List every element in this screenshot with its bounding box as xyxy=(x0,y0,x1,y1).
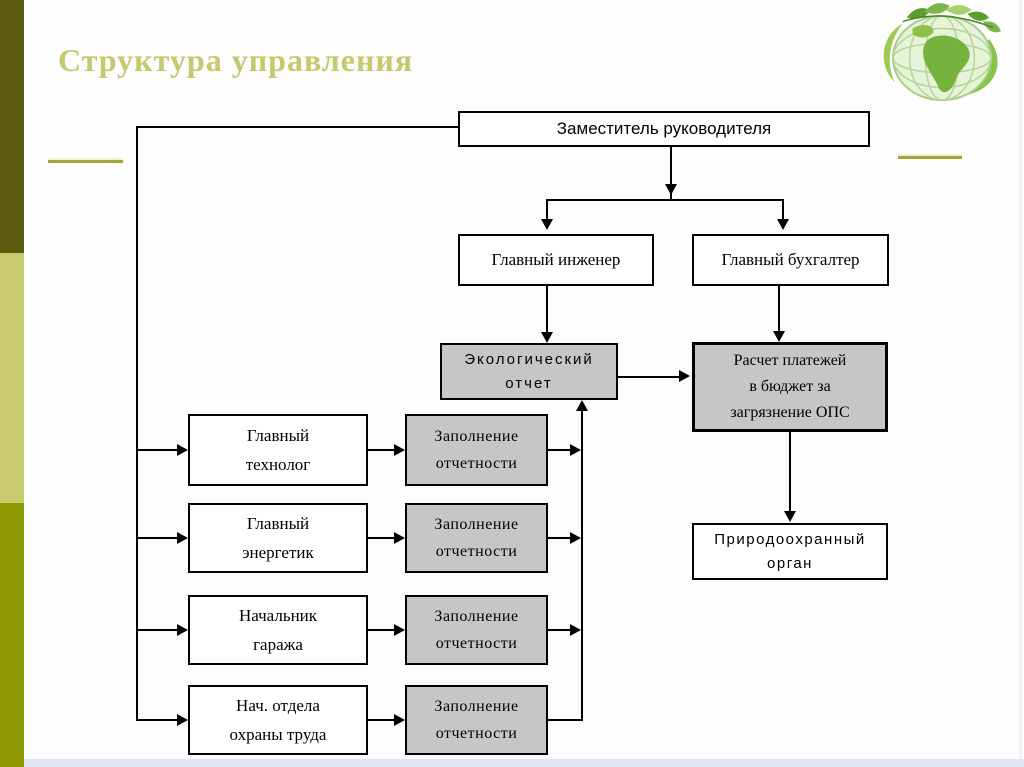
arrowhead-row2-role xyxy=(177,624,188,636)
arrowhead-engineer xyxy=(541,219,553,230)
sidebar-accent-top xyxy=(0,0,24,253)
arrowhead-deputy-stem xyxy=(665,184,677,195)
box-env-authority: Природоохранный орган xyxy=(692,523,888,580)
connector-trunk-row0 xyxy=(136,449,177,451)
arrowhead-env-authority xyxy=(784,511,796,522)
slide-bottom-edge xyxy=(24,759,1024,767)
arrowhead-row3-role xyxy=(177,714,188,726)
connector-task-collector xyxy=(581,410,583,721)
box-deputy-head: Заместитель руководителя xyxy=(458,111,870,147)
connector-split-accountant xyxy=(782,199,784,220)
box-chief-accountant: Главный бухгалтер xyxy=(692,234,889,286)
arrowhead-accountant xyxy=(777,219,789,230)
connector-role1-task1 xyxy=(368,537,394,539)
connector-split-engineer xyxy=(546,199,548,220)
box-role-labor-safety-head: Нач. отдела охраны труда xyxy=(188,685,368,755)
eco-globe-logo-icon xyxy=(883,3,1001,102)
decorative-rule-left xyxy=(48,158,123,163)
connector-engineer-eco xyxy=(546,286,548,332)
connector-task0-collector xyxy=(548,449,570,451)
arrowhead-task-3 xyxy=(394,714,405,726)
connector-role3-task3 xyxy=(368,719,394,721)
box-task-reporting-3: Заполнение отчетности xyxy=(405,685,548,755)
arrowhead-task-0 xyxy=(394,444,405,456)
arrowhead-collector-eco xyxy=(576,400,588,411)
connector-eco-budget xyxy=(618,376,679,378)
connector-accountant-budget xyxy=(778,286,780,331)
arrowhead-collector-1 xyxy=(570,532,581,544)
connector-budget-env xyxy=(789,432,791,512)
connector-trunk-row1 xyxy=(136,537,177,539)
connector-task2-collector xyxy=(548,629,570,631)
connector-deputy-to-left-trunk xyxy=(136,126,458,128)
box-role-garage-head: Начальник гаража xyxy=(188,595,368,665)
connector-role2-task2 xyxy=(368,629,394,631)
arrowhead-task-2 xyxy=(394,624,405,636)
box-eco-report: Экологический отчет xyxy=(440,343,618,400)
box-task-reporting-2: Заполнение отчетности xyxy=(405,595,548,665)
box-budget-payments: Расчет платежей в бюджет за загрязнение … xyxy=(692,342,888,432)
arrowhead-eco-report xyxy=(541,332,553,343)
connector-split-bar xyxy=(546,199,784,201)
connector-task1-collector xyxy=(548,537,570,539)
connector-trunk-row2 xyxy=(136,629,177,631)
box-task-reporting-0: Заполнение отчетности xyxy=(405,414,548,486)
slide-title: Структура управления xyxy=(58,42,414,78)
arrowhead-budget-top xyxy=(773,331,785,342)
decorative-rule-right xyxy=(898,154,962,159)
arrowhead-row1-role xyxy=(177,532,188,544)
arrowhead-collector-0 xyxy=(570,444,581,456)
arrowhead-task-1 xyxy=(394,532,405,544)
connector-left-trunk xyxy=(136,126,138,721)
box-chief-engineer: Главный инженер xyxy=(458,234,654,286)
arrowhead-budget-left xyxy=(679,370,690,382)
connector-task3-collector xyxy=(548,719,583,721)
connector-trunk-row3 xyxy=(136,719,177,721)
sidebar-accent-middle xyxy=(0,253,24,503)
connector-role0-task0 xyxy=(368,449,394,451)
box-task-reporting-1: Заполнение отчетности xyxy=(405,503,548,573)
connector-deputy-stem xyxy=(670,146,672,200)
slide-right-edge xyxy=(1019,0,1022,767)
sidebar-accent-bottom xyxy=(0,503,24,767)
box-role-chief-power-engineer: Главный энергетик xyxy=(188,503,368,573)
box-role-chief-technologist: Главный технолог xyxy=(188,414,368,486)
arrowhead-collector-2 xyxy=(570,624,581,636)
arrowhead-row0-role xyxy=(177,444,188,456)
